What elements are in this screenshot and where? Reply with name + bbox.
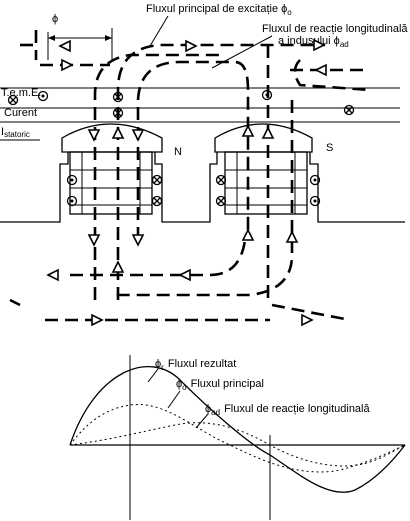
phi-dim-arrow-right bbox=[105, 35, 112, 41]
wave-reaction bbox=[69, 422, 406, 467]
legend-istatoric: Istatoric bbox=[1, 126, 30, 139]
legend-cross-symbol bbox=[7, 94, 19, 106]
legend-curent: Curent bbox=[4, 107, 37, 119]
wave-o-leader bbox=[167, 390, 181, 409]
reaction-flux-label-1: Fluxul de reacție longitudinală bbox=[262, 23, 408, 35]
main-flux-leader bbox=[149, 15, 169, 47]
legend-dot-symbol bbox=[37, 90, 49, 102]
rotor-body bbox=[0, 152, 405, 223]
pole-n-label: N bbox=[174, 146, 182, 158]
waveform-graph bbox=[69, 355, 406, 520]
wave-main bbox=[69, 403, 406, 473]
phi-width-label: ϕ bbox=[52, 13, 58, 25]
flux-arrow-markers bbox=[46, 38, 327, 327]
main-flux-label: Fluxul principal de excitație ϕo bbox=[146, 3, 292, 17]
stator-slot-lines bbox=[0, 87, 400, 141]
stator-conductor-markers bbox=[112, 89, 355, 119]
wave-ad-leader bbox=[195, 413, 209, 429]
wave-r-leader bbox=[147, 368, 159, 383]
stator-cross-3 bbox=[343, 104, 355, 116]
phi-dim-arrow-left bbox=[48, 35, 55, 41]
wave-resultant bbox=[69, 365, 406, 493]
legend-teme: T.e.m.E. bbox=[1, 87, 41, 99]
main-flux-lines bbox=[9, 30, 371, 322]
pole-s-label: S bbox=[326, 142, 333, 154]
excitation-winding-markers bbox=[66, 174, 321, 207]
